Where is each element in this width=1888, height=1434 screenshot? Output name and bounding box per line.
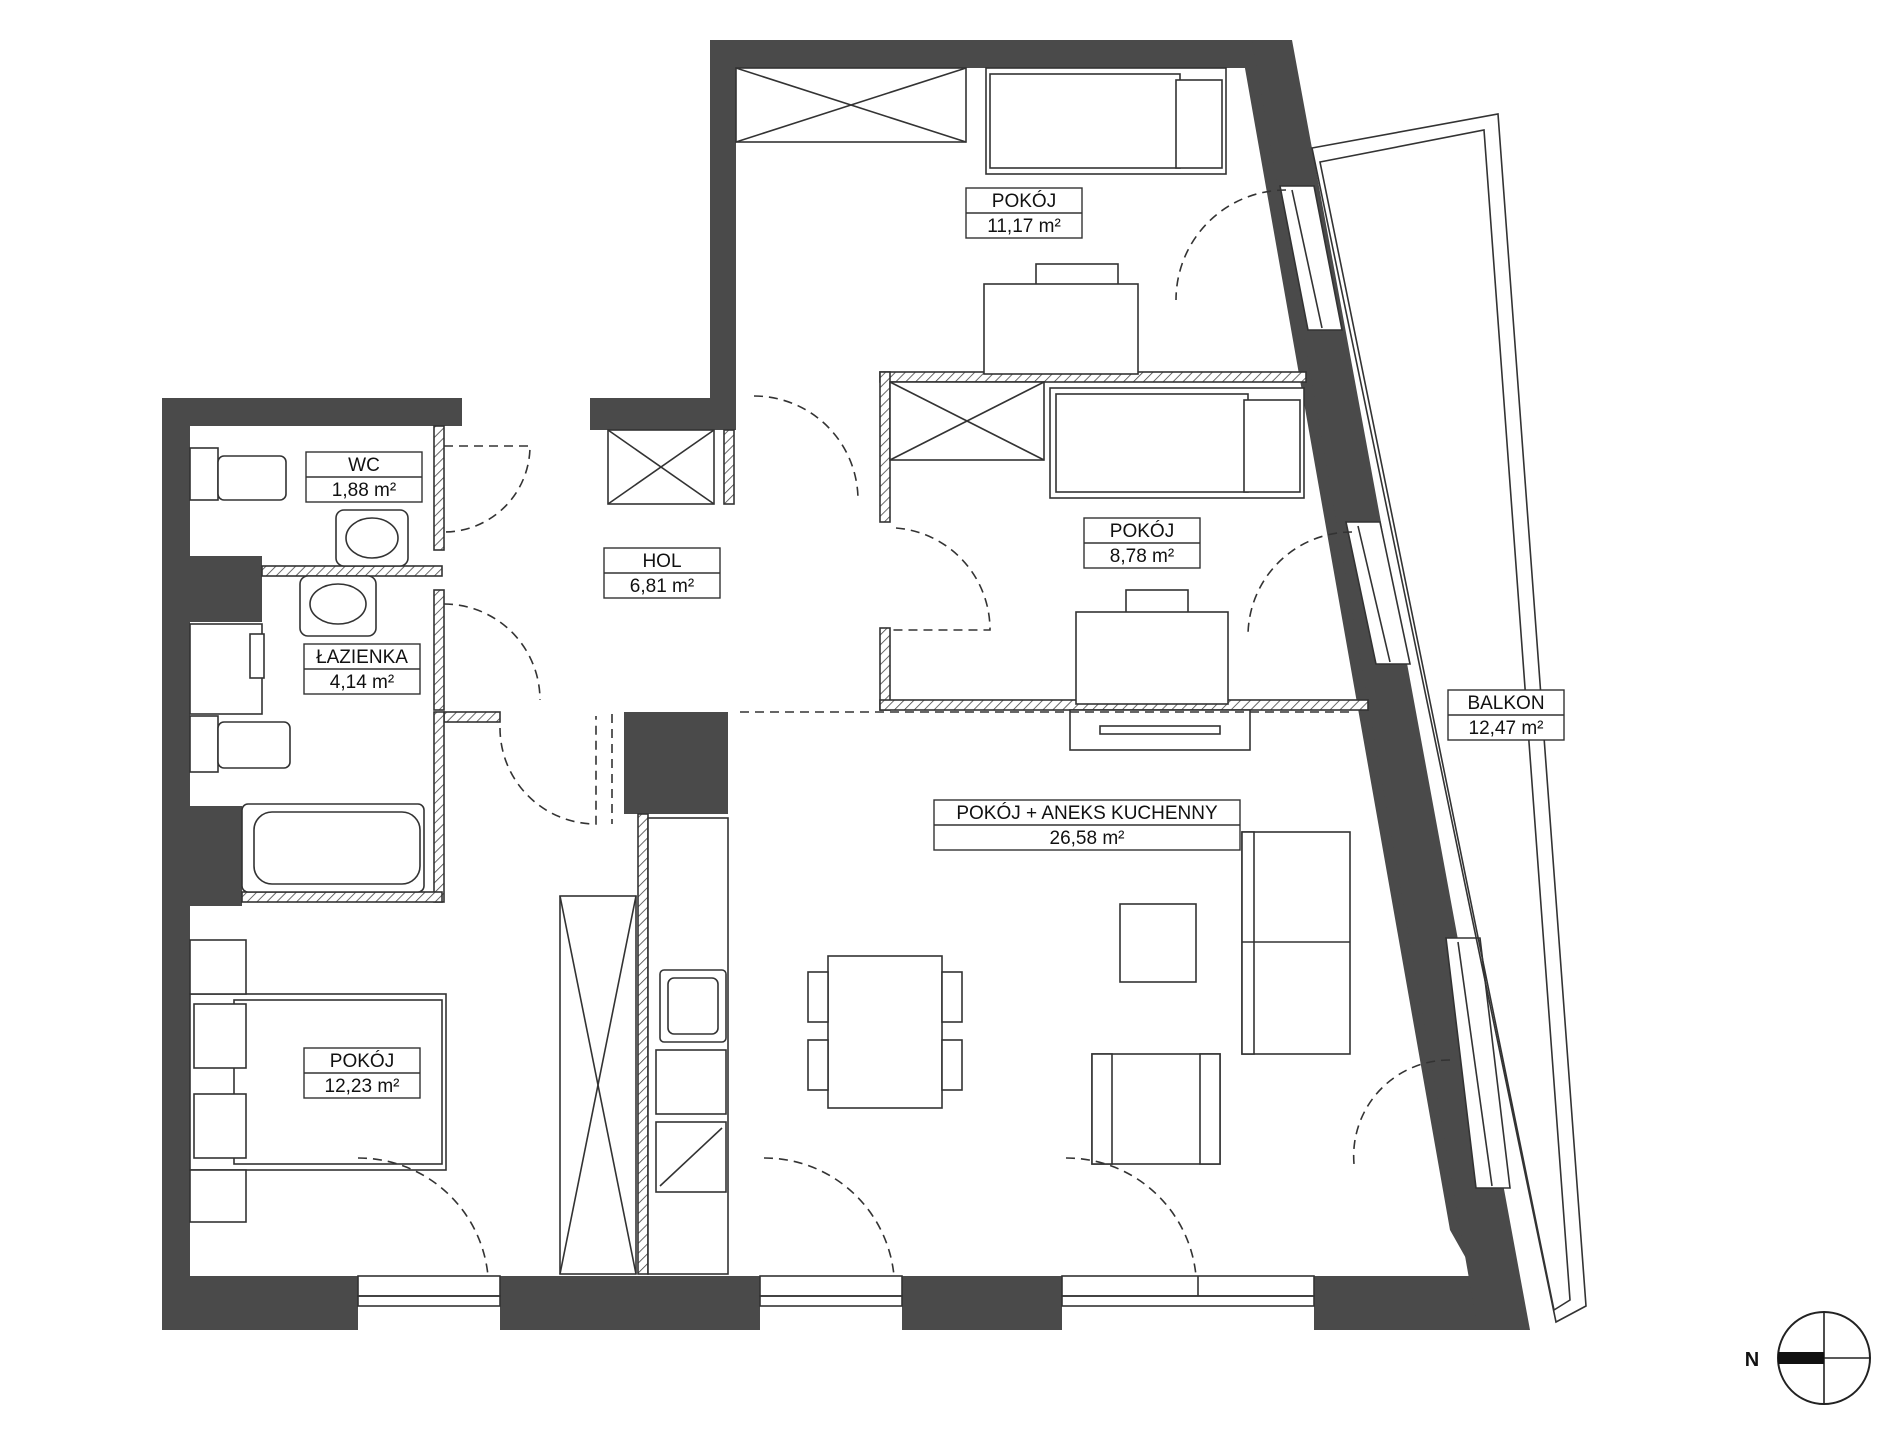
label-pokoj-mid: POKÓJ 8,78 m²	[1083, 517, 1201, 569]
label-salon: POKÓJ + ANEKS KUCHENNY 26,58 m²	[933, 799, 1241, 851]
room-area: 6,81 m²	[630, 576, 694, 597]
label-pokoj-top: POKÓJ 11,17 m²	[965, 187, 1083, 239]
room-area: 1,88 m²	[332, 480, 396, 501]
label-lazienka: ŁAZIENKA 4,14 m²	[303, 643, 421, 695]
slanted-windows	[1279, 185, 1511, 1189]
room-name: BALKON	[1467, 693, 1544, 714]
room-name: POKÓJ	[1110, 520, 1174, 542]
compass-north-letter: N	[1745, 1349, 1759, 1371]
interior-walls	[241, 371, 1369, 1275]
room-area: 8,78 m²	[1110, 546, 1174, 567]
label-balkon: BALKON 12,47 m²	[1447, 689, 1565, 741]
room-area: 11,17 m²	[987, 216, 1061, 237]
door-swings	[357, 189, 1451, 1277]
room-name: POKÓJ + ANEKS KUCHENNY	[956, 802, 1218, 824]
room-name: POKÓJ	[330, 1050, 394, 1072]
room-name: POKÓJ	[992, 190, 1056, 212]
label-hol: HOL 6,81 m²	[603, 547, 721, 599]
room-area: 12,47 m²	[1469, 718, 1544, 739]
room-name: HOL	[642, 551, 681, 572]
furniture	[189, 67, 1351, 1275]
room-name: ŁAZIENKA	[316, 647, 408, 668]
label-pokoj-left: POKÓJ 12,23 m²	[303, 1047, 421, 1099]
bottom-windows	[357, 1275, 1315, 1330]
label-wc: WC 1,88 m²	[305, 451, 423, 503]
balcony	[1311, 113, 1587, 1324]
room-area: 26,58 m²	[1050, 828, 1125, 849]
compass: N	[1745, 1311, 1871, 1405]
compass-needle-icon	[1778, 1352, 1824, 1364]
room-area: 12,23 m²	[325, 1076, 400, 1097]
room-area: 4,14 m²	[330, 672, 394, 693]
room-name: WC	[348, 455, 380, 476]
